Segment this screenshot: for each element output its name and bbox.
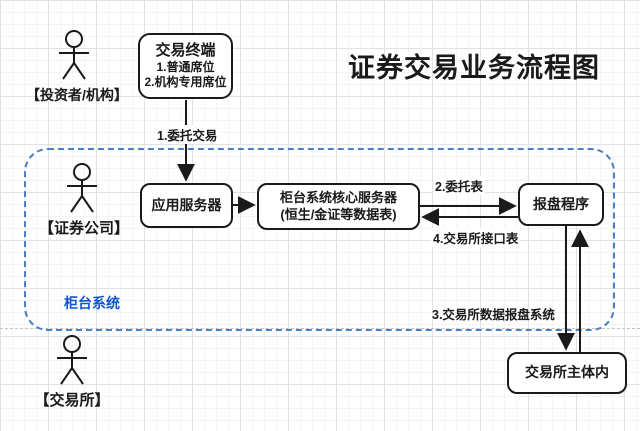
edge-label-exchange-interface: 4.交易所接口表 — [431, 228, 521, 247]
page-divider-line — [0, 328, 640, 329]
investor-actor-label: 【投资者/机构】 — [26, 87, 128, 103]
edge-label-entrust-table: 2.委托表 — [433, 176, 485, 195]
trade-terminal-item2: 2.机构专用席位 — [144, 75, 227, 90]
broker-actor-label: 【证券公司】 — [38, 220, 129, 237]
edge-label-entrust-trade: 1.委托交易 — [155, 125, 220, 144]
app-server-node: 应用服务器 — [140, 183, 233, 228]
exchange-host-node: 交易所主体内 — [507, 352, 627, 394]
diagram-title: 证券交易业务流程图 — [348, 53, 600, 83]
trade-terminal-title: 交易终端 — [155, 41, 216, 59]
core-server-line2: (恒生/金证等数据表) — [280, 206, 397, 222]
edge-label-exchange-report: 3.交易所数据报盘系统 — [432, 308, 555, 322]
core-server-line1: 柜台系统核心服务器 — [279, 190, 397, 206]
core-server-node: 柜台系统核心服务器 (恒生/金证等数据表) — [257, 183, 420, 230]
trade-terminal-node: 交易终端 1.普通席位 2.机构专用席位 — [138, 33, 233, 99]
counter-system-group-label: 柜台系统 — [64, 295, 120, 311]
investor-actor-icon — [54, 27, 94, 82]
counter-system-group: 柜台系统 — [24, 148, 615, 331]
quote-program-node: 报盘程序 — [518, 183, 604, 226]
exchange-actor-icon — [52, 332, 92, 387]
app-server-label: 应用服务器 — [151, 196, 222, 213]
broker-actor-icon — [62, 160, 102, 215]
trade-terminal-item1: 1.普通席位 — [156, 60, 215, 75]
quote-program-label: 报盘程序 — [533, 195, 589, 212]
exchange-host-label: 交易所主体内 — [525, 364, 609, 381]
exchange-actor-label: 【交易所】 — [34, 392, 110, 409]
